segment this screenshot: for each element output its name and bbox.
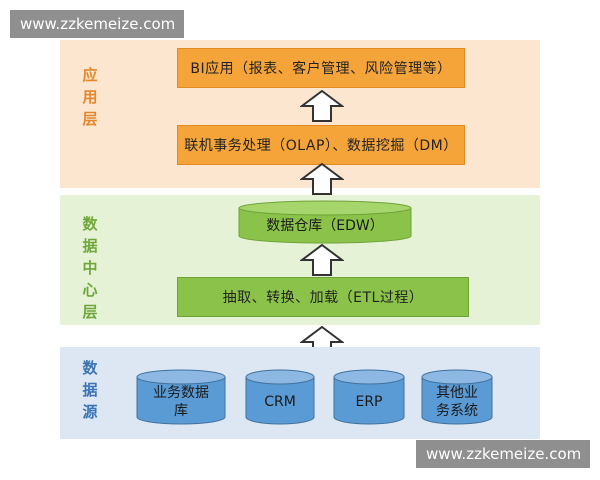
data-source-layer: 数 据 源 业务数据 库 CRM ERP 其他业 务系统 [60, 347, 540, 439]
source-cylinder-business-db: 业务数据 库 [136, 369, 226, 425]
up-arrow-icon [300, 163, 344, 195]
data-warehouse-cylinder: 数据仓库（EDW） [238, 200, 412, 244]
watermark-bottom: www.zzkemeize.com [416, 440, 590, 468]
source-cylinder-other-systems: 其他业 务系统 [421, 369, 493, 425]
up-arrow-icon [300, 244, 344, 276]
data-center-layer-label: 数 据 中 心 层 [82, 215, 98, 321]
up-arrow-icon [300, 90, 344, 122]
application-layer-label: 应 用 层 [82, 66, 98, 128]
etl-process-box: 抽取、转换、加载（ETL过程） [177, 277, 469, 317]
data-source-layer-label: 数 据 源 [82, 359, 98, 421]
data-warehouse-label: 数据仓库（EDW） [266, 218, 384, 234]
olap-dm-box: 联机事务处理（OLAP）、数据挖掘（DM） [177, 125, 465, 165]
data-center-layer: 数 据 中 心 层 数据仓库（EDW） 抽取、转换、加载（ETL过程） [60, 195, 540, 325]
source-label: 其他业 务系统 [436, 385, 478, 419]
application-layer: 应 用 层 BI应用（报表、客户管理、风险管理等） 联机事务处理（OLAP）、数… [60, 40, 540, 188]
source-label: ERP [355, 394, 383, 410]
bi-applications-box: BI应用（报表、客户管理、风险管理等） [177, 48, 465, 88]
source-label: 业务数据 库 [153, 385, 209, 419]
source-label: CRM [264, 394, 296, 410]
watermark-top: www.zzkemeize.com [10, 10, 184, 38]
source-cylinder-crm: CRM [245, 369, 315, 425]
source-cylinder-erp: ERP [333, 369, 405, 425]
